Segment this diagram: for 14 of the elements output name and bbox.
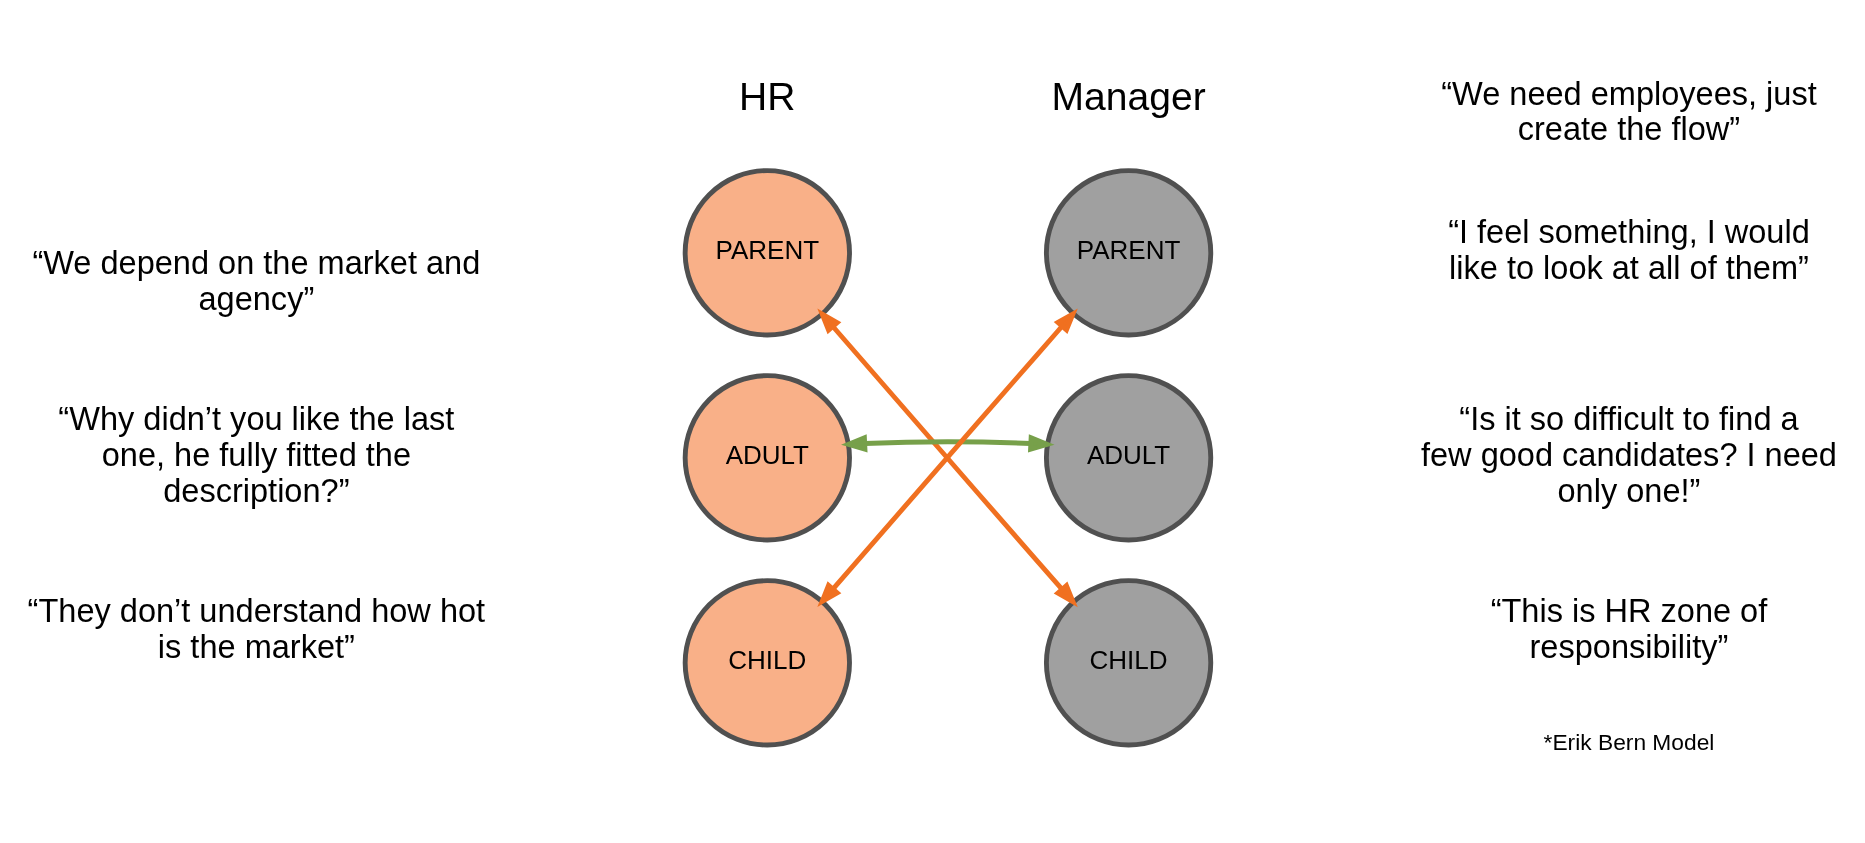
node-circle: ADULT [1043,372,1214,542]
label: “Why didn’t you like the last one, he fully fitted the description?” [58,400,455,509]
label: “Is it so difficult to find a few good candidates? I need only one!” [1420,400,1837,509]
label: Manager [1051,74,1206,118]
label: *Erik Bern Model [1543,728,1715,755]
node-circle: CHILD [1043,577,1214,747]
label: HR [739,74,796,118]
label: “I feel something, I would like to look at all of them” [1448,213,1810,286]
label: “This is HR zone of responsibility” [1490,592,1768,665]
node-circle: ADULT [682,372,852,542]
label: “We need employees, just create the flow” [1441,75,1817,147]
label: “We depend on the market and agency” [32,244,481,317]
label: “They don’t understand how hot is the market” [27,592,486,665]
arrow [841,433,1055,453]
